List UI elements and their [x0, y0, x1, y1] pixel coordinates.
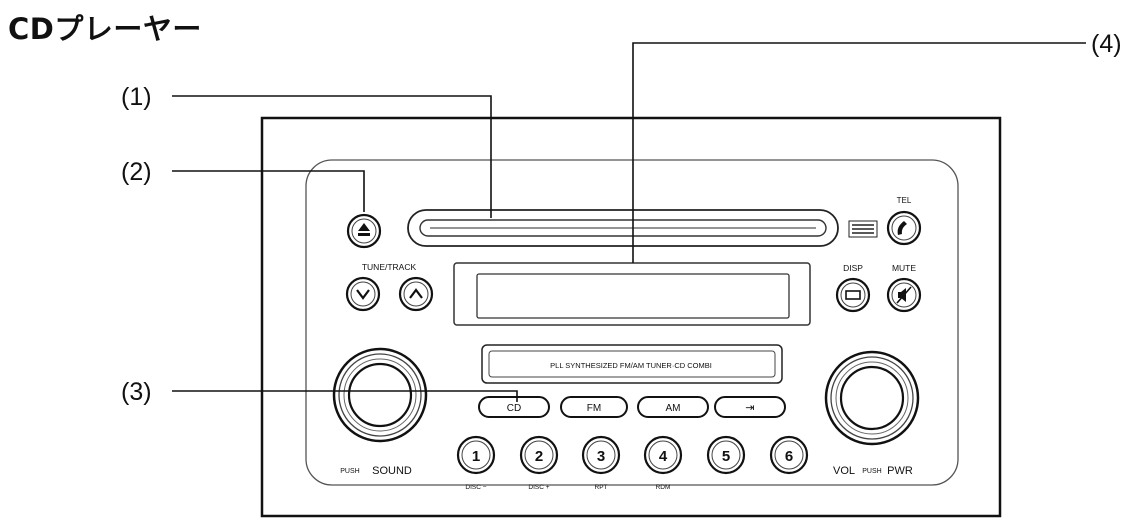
source-fm-button[interactable]: FM: [560, 396, 628, 418]
preset-sub-label: RPT: [595, 484, 608, 491]
source-cd-button[interactable]: CD: [478, 396, 550, 418]
eject-button[interactable]: [346, 213, 382, 249]
leader-lines: [172, 42, 1086, 402]
preset-number: 3: [597, 448, 605, 465]
tune-track-label: TUNE/TRACK: [362, 262, 417, 272]
callout-3: (3): [121, 378, 152, 406]
tel-button[interactable]: [886, 210, 922, 246]
callout-1: (1): [121, 83, 152, 111]
sound-label: SOUND: [372, 465, 412, 477]
source-fm-label: FM: [587, 403, 601, 414]
disp-button[interactable]: [835, 277, 871, 313]
preset-number: 6: [785, 448, 793, 465]
eject-icon: [358, 223, 370, 231]
callout-4: (4): [1091, 30, 1122, 58]
sound-knob[interactable]: [332, 347, 428, 443]
callout-2: (2): [121, 158, 152, 186]
preset-sub-label: RDM: [656, 484, 671, 491]
preset-button-6[interactable]: 6: [769, 435, 809, 475]
chevron-down-icon: [356, 289, 370, 300]
source-aux-button[interactable]: ⇥: [714, 396, 786, 418]
preset-number: 4: [659, 448, 668, 465]
vol-push-label: PUSH: [862, 468, 881, 475]
pwr-label: PWR: [887, 465, 913, 477]
preset-number: 2: [535, 448, 543, 465]
leader-line-1: [172, 95, 492, 218]
speaker-mute-icon: [896, 286, 912, 304]
source-cd-label: CD: [507, 403, 521, 414]
preset-button-1[interactable]: 1: [456, 435, 496, 475]
preset-number: 1: [472, 448, 480, 465]
preset-number: 5: [722, 448, 730, 465]
vol-label: VOL: [833, 465, 855, 477]
faceplate-text: PLL SYNTHESIZED FM/AM TUNER·CD COMBI: [550, 361, 712, 370]
display-window: [453, 262, 811, 326]
leader-line-2: [172, 170, 365, 212]
disp-label: DISP: [843, 263, 863, 273]
chevron-up-icon: [409, 288, 423, 299]
cd-slot: [407, 209, 839, 247]
preset-button-3[interactable]: 3: [581, 435, 621, 475]
mute-button[interactable]: [886, 277, 922, 313]
cd-logo-icon: [848, 220, 878, 238]
tel-label: TEL: [897, 196, 912, 205]
page-title: CDプレーヤー: [8, 12, 202, 46]
aux-input-icon: ⇥: [745, 402, 754, 414]
preset-sub-label: DISC −: [465, 484, 486, 491]
volume-knob[interactable]: [824, 350, 920, 446]
faceplate-badge: [481, 344, 783, 384]
phone-icon: [897, 221, 907, 235]
leader-line-4: [632, 42, 1086, 263]
preset-button-2[interactable]: 2: [519, 435, 559, 475]
source-am-button[interactable]: AM: [637, 396, 709, 418]
tune-down-button[interactable]: [345, 276, 381, 312]
preset-button-4[interactable]: 4: [643, 435, 683, 475]
source-am-label: AM: [666, 403, 681, 414]
preset-button-5[interactable]: 5: [706, 435, 746, 475]
leader-line-3: [172, 390, 518, 402]
preset-sub-label: DISC +: [528, 484, 549, 491]
display-icon: [845, 290, 861, 300]
push-sound-push-label: PUSH: [340, 468, 359, 475]
tune-up-button[interactable]: [398, 276, 434, 312]
mute-label: MUTE: [892, 263, 916, 273]
